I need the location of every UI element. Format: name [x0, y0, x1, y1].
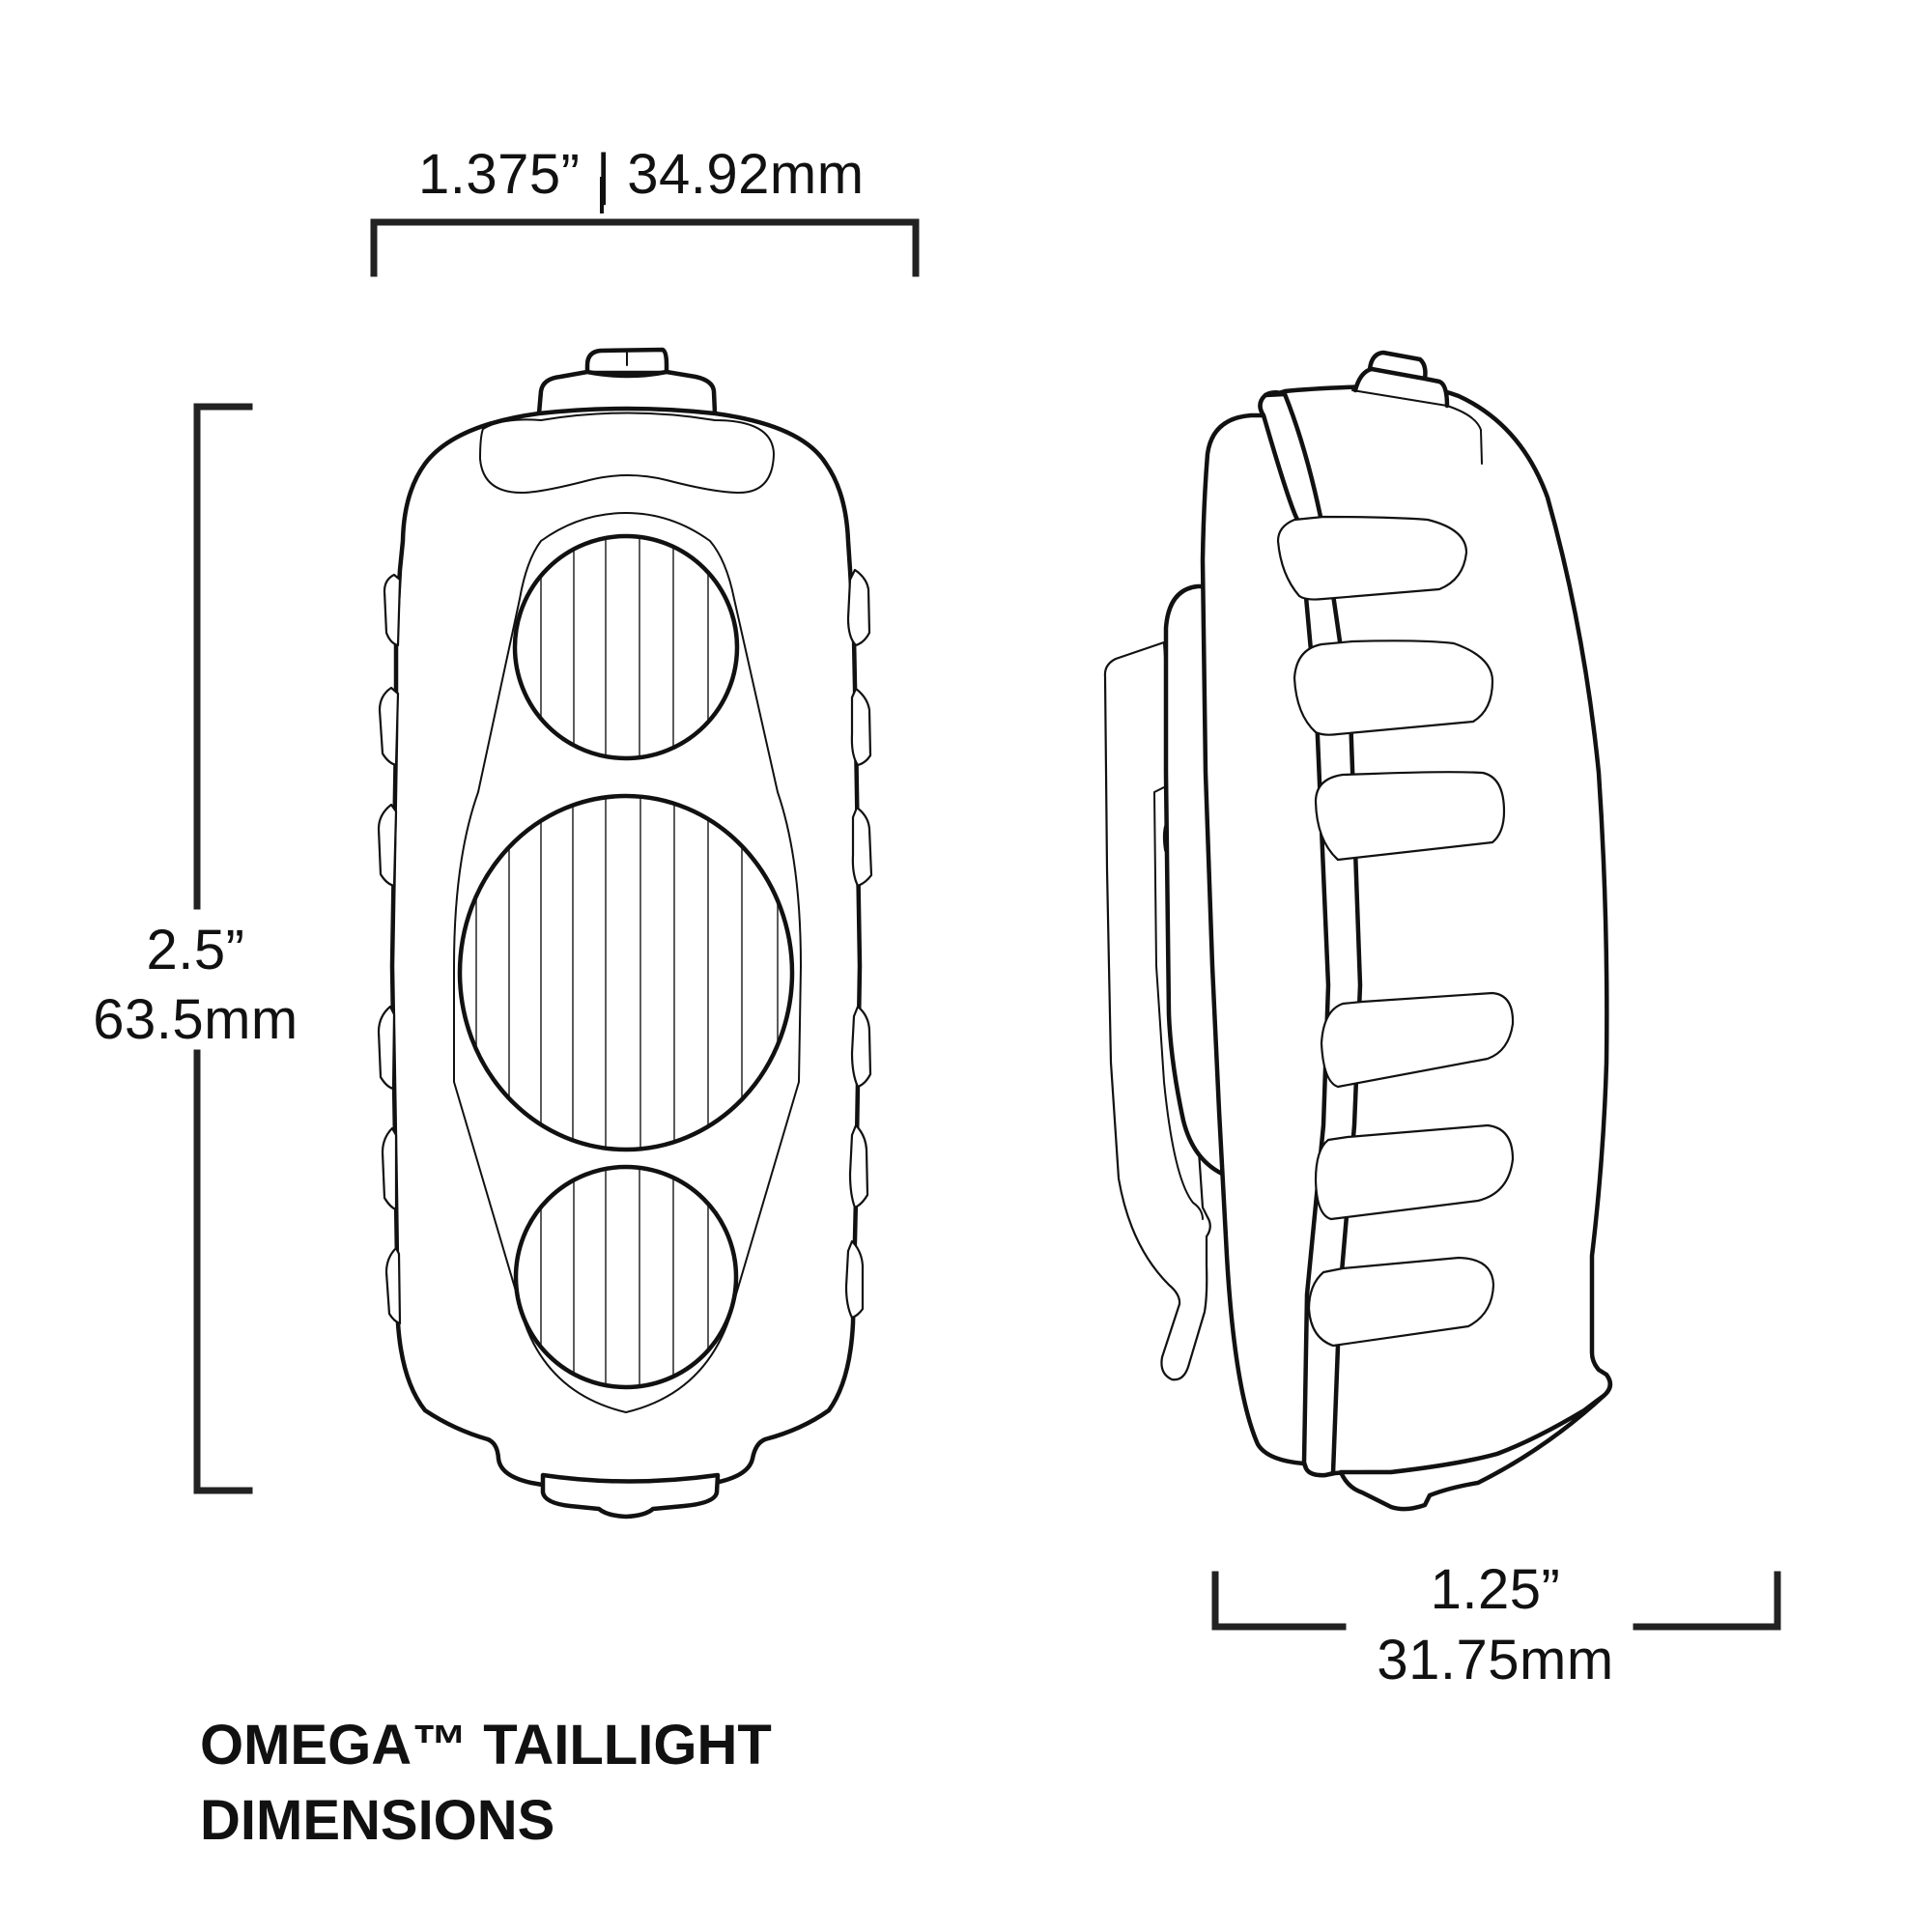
- front-bottom-tab: [540, 1472, 721, 1520]
- fin-4: [1320, 991, 1515, 1089]
- fin-3: [1314, 771, 1506, 862]
- width-bracket: [370, 177, 920, 277]
- side-clip-inner: [1153, 786, 1204, 1220]
- fin-6: [1307, 1256, 1495, 1348]
- fin-1: [1276, 515, 1468, 601]
- caption-line-1: OMEGA™ TAILLIGHT: [200, 1714, 772, 1776]
- depth-bracket: [1211, 1571, 1781, 1631]
- front-lens-bottom: [513, 1164, 739, 1390]
- side-top-button: [1367, 350, 1428, 382]
- height-bracket: [193, 403, 253, 1494]
- caption-title: OMEGA™ TAILLIGHT DIMENSIONS: [200, 1708, 772, 1860]
- fin-2: [1293, 639, 1494, 736]
- width-dimension-label: 1.375” | 34.92mm: [418, 143, 865, 206]
- side-fins: [1276, 515, 1515, 1348]
- side-clip-outer: [1103, 640, 1211, 1381]
- front-top-pill: [479, 412, 775, 494]
- front-top-collar: [536, 369, 718, 416]
- side-bottom-foot: [1338, 1393, 1606, 1512]
- depth-dimension-inches: 1.25”: [1430, 1558, 1561, 1621]
- depth-dimension-mm: 31.75mm: [1377, 1629, 1614, 1691]
- front-lens-shroud: [453, 512, 802, 1413]
- front-left-grips: [377, 573, 402, 1325]
- front-view: [377, 347, 873, 1520]
- height-dimension-inches: 2.5”: [146, 919, 245, 981]
- front-right-grips: [844, 568, 873, 1320]
- side-top-collar: [1352, 366, 1450, 409]
- height-dimension-mm: 63.5mm: [93, 988, 298, 1051]
- fin-5: [1314, 1123, 1515, 1221]
- caption-line-2: DIMENSIONS: [200, 1789, 555, 1853]
- side-view: [1103, 350, 1613, 1512]
